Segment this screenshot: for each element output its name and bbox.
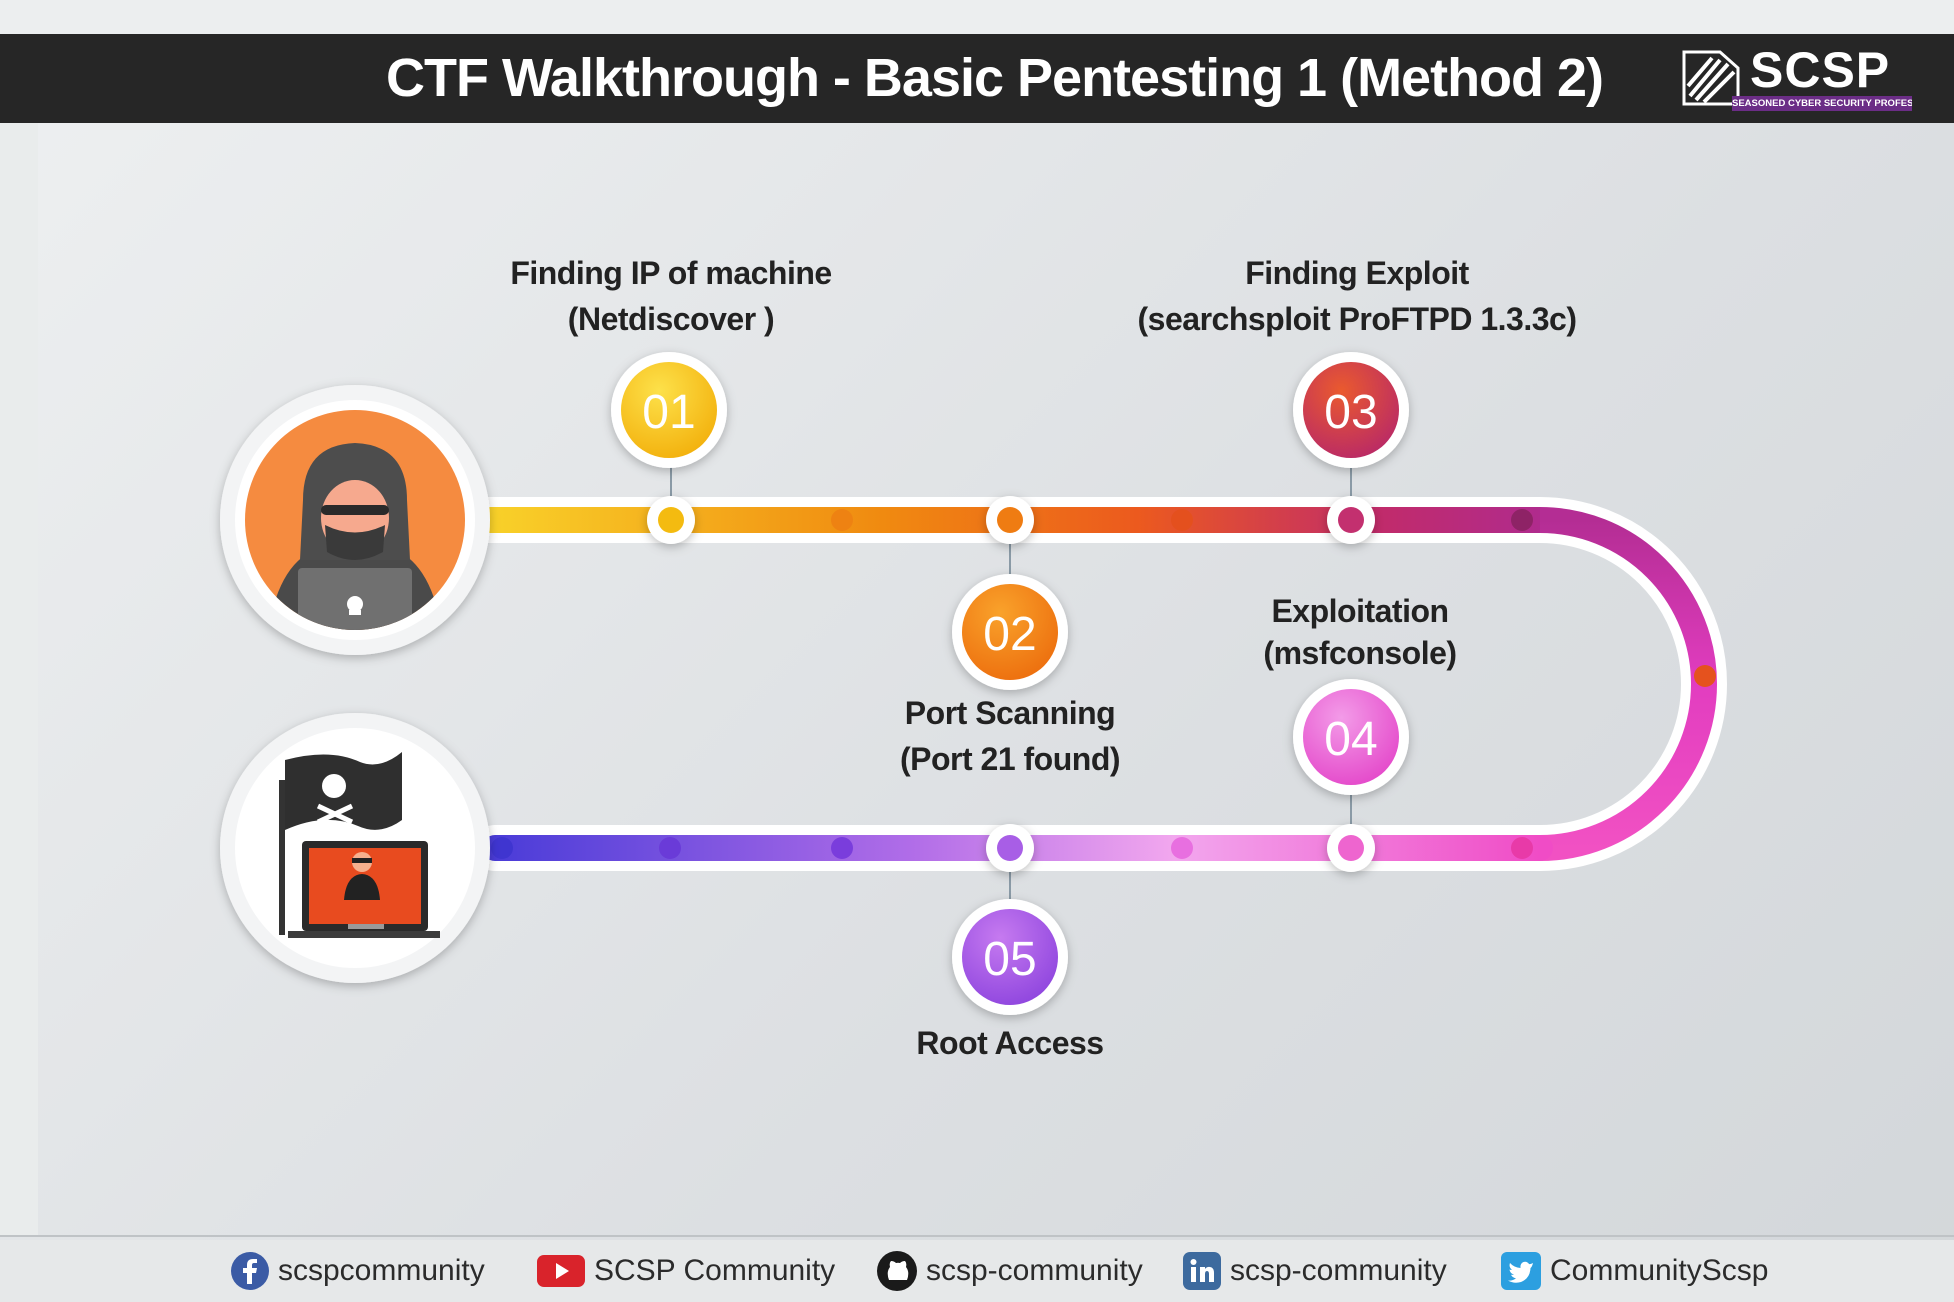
- footer-divider: [0, 1235, 1954, 1237]
- twitter-icon: [1501, 1252, 1541, 1290]
- youtube-icon: [537, 1255, 585, 1287]
- step-number-01: 01: [642, 386, 695, 439]
- github-handle: scsp-community: [926, 1254, 1143, 1287]
- top-strip: [0, 0, 1954, 34]
- track-dot: [1511, 837, 1533, 859]
- step-markers: [647, 496, 1375, 872]
- step-badge-04: 04: [1293, 679, 1409, 795]
- step-number-05: 05: [983, 933, 1036, 986]
- marker-02: [986, 496, 1034, 544]
- page-title: CTF Walkthrough - Basic Pentesting 1 (Me…: [386, 48, 1604, 108]
- header-bar: [0, 34, 1954, 123]
- facebook-icon: [231, 1252, 269, 1290]
- step-title-05: Root Access: [916, 1025, 1104, 1061]
- step-badge-05: 05: [952, 899, 1068, 1015]
- step-badge-03: 03: [1293, 352, 1409, 468]
- twitter-handle: CommunityScsp: [1550, 1254, 1769, 1287]
- step-title-04: Exploitation: [1271, 593, 1449, 629]
- step-detail-04: (msfconsole): [1263, 635, 1457, 671]
- step-detail-03: (searchsploit ProFTPD 1.3.3c): [1137, 301, 1577, 337]
- step-label-05: Root Access: [810, 1020, 1210, 1066]
- track-dot: [491, 837, 513, 859]
- linkedin-handle: scsp-community: [1230, 1254, 1447, 1287]
- scsp-logo: SCSP SEASONED CYBER SECURITY PROFESSIONA…: [1680, 42, 1914, 114]
- marker-04: [1327, 824, 1375, 872]
- linkedin-icon: [1183, 1252, 1221, 1290]
- pirate-flag-and-hacked-screen-icon: [220, 713, 490, 983]
- footer-youtube-link[interactable]: SCSP Community: [536, 1246, 835, 1296]
- logo-text: SCSP: [1750, 42, 1891, 98]
- facebook-handle: scspcommunity: [278, 1254, 485, 1287]
- logo-shield-icon: [1682, 50, 1740, 106]
- left-edge: [0, 123, 38, 1235]
- track-dot: [659, 837, 681, 859]
- logo-subtitle: SEASONED CYBER SECURITY PROFESSIONALS: [1732, 96, 1912, 111]
- youtube-handle: SCSP Community: [594, 1254, 836, 1287]
- step-badge-01: 01: [611, 352, 727, 468]
- step-label-04: Exploitation (msfconsole): [1160, 590, 1560, 674]
- step-title-02: Port Scanning: [904, 695, 1116, 731]
- step-detail-02: (Port 21 found): [899, 741, 1121, 777]
- track-dots: [491, 509, 1716, 859]
- track-dot: [1171, 837, 1193, 859]
- step-detail-01: (Netdiscover ): [567, 301, 775, 337]
- marker-03: [1327, 496, 1375, 544]
- step-number-02: 02: [983, 608, 1036, 661]
- step-number-03: 03: [1324, 386, 1377, 439]
- step-title-03: Finding Exploit: [1245, 255, 1469, 291]
- marker-05: [986, 824, 1034, 872]
- hacker-with-laptop-icon: [220, 385, 490, 655]
- footer-twitter-link[interactable]: CommunityScsp: [1500, 1246, 1768, 1296]
- footer-facebook-link[interactable]: scspcommunity: [230, 1246, 485, 1296]
- track-dot: [831, 509, 853, 531]
- footer-bar: [0, 1240, 1954, 1302]
- footer-linkedin-link[interactable]: scsp-community: [1182, 1246, 1447, 1296]
- track-dot: [1694, 665, 1716, 687]
- track-dot: [831, 837, 853, 859]
- github-icon: [877, 1251, 917, 1291]
- step-title-01: Finding IP of machine: [510, 255, 832, 291]
- track-dot: [1171, 509, 1193, 531]
- step-number-04: 04: [1324, 713, 1377, 766]
- footer-github-link[interactable]: scsp-community: [876, 1246, 1143, 1296]
- step-badge-02: 02: [952, 574, 1068, 690]
- step-label-03: Finding Exploit (searchsploit ProFTPD 1.…: [1107, 250, 1607, 342]
- step-label-02: Port Scanning (Port 21 found): [810, 690, 1210, 782]
- marker-01: [647, 496, 695, 544]
- step-label-01: Finding IP of machine (Netdiscover ): [471, 250, 871, 342]
- track-halo: [447, 497, 1727, 871]
- track-dot: [1511, 509, 1533, 531]
